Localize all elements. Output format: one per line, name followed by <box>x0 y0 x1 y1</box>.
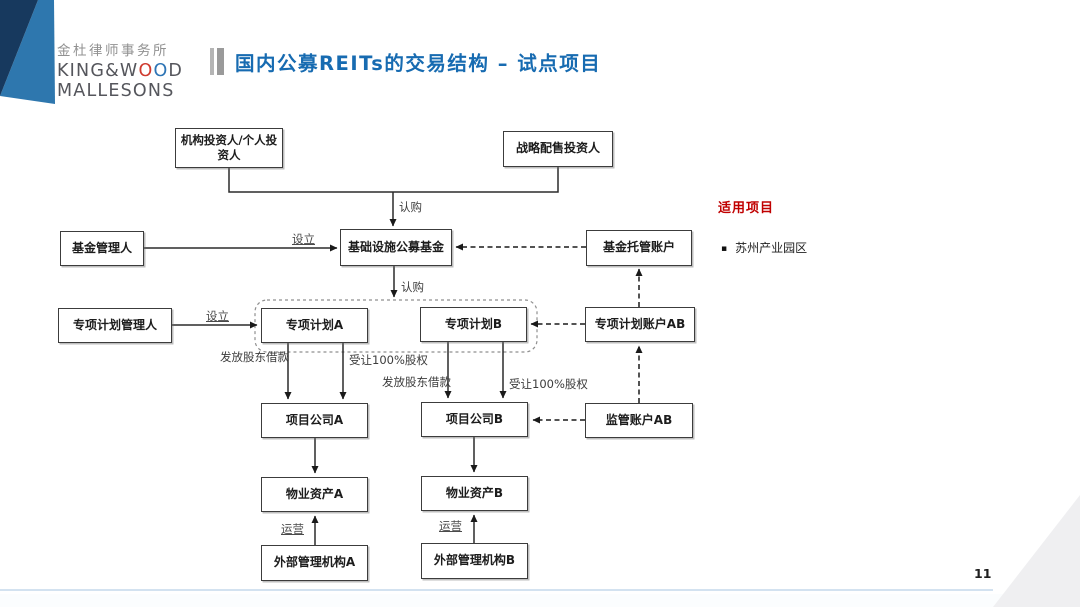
label-establish-plan: 设立 <box>206 309 229 323</box>
corner-decoration-bottomright <box>993 495 1080 607</box>
node-special-plan-a: 专项计划A <box>261 308 368 343</box>
footer-band <box>0 594 1080 607</box>
slide-header: 国内公募REITs的交易结构 – 试点项目 <box>210 47 601 76</box>
node-project-company-a: 项目公司A <box>261 403 368 438</box>
logo-blue-o-icon: O <box>153 60 169 81</box>
applicable-project-name: 苏州产业园区 <box>735 241 808 255</box>
logo-english-line2: MALLESONS <box>57 80 175 101</box>
node-infrastructure-public-fund: 基础设施公募基金 <box>340 229 452 266</box>
corner-decoration-topleft <box>0 0 55 104</box>
node-special-plan-b: 专项计划B <box>420 307 527 342</box>
node-fund-custody-account: 基金托管账户 <box>586 230 692 266</box>
node-external-manager-a: 外部管理机构A <box>261 545 368 581</box>
label-equity-transfer-b: 受让100%股权 <box>509 377 588 391</box>
node-supervision-account-ab: 监管账户AB <box>585 403 693 438</box>
label-equity-transfer-a: 受让100%股权 <box>349 353 428 367</box>
title-bar-decoration <box>210 48 214 75</box>
node-special-plan-manager: 专项计划管理人 <box>58 308 172 343</box>
label-shareholder-loan-a: 发放股东借款 <box>220 350 289 364</box>
label-operate-a: 运营 <box>281 522 304 536</box>
node-strategic-placement-investors: 战略配售投资人 <box>503 131 613 167</box>
node-special-plan-account-ab: 专项计划账户AB <box>585 307 695 342</box>
node-external-manager-b: 外部管理机构B <box>421 543 528 579</box>
label-subscribe-top: 认购 <box>399 200 422 214</box>
kwm-logo: 金杜律师事务所 KING&WOOD MALLESONS <box>57 43 184 101</box>
bullet-icon: ▪ <box>721 244 728 254</box>
page-title: 国内公募REITs的交易结构 – 试点项目 <box>235 52 602 75</box>
title-bar-decoration <box>217 48 224 75</box>
applicable-project-item: ▪ 苏州产业园区 <box>721 239 807 256</box>
label-subscribe-mid: 认购 <box>401 280 424 294</box>
logo-chinese-name: 金杜律师事务所 <box>57 43 169 59</box>
label-shareholder-loan-b: 发放股东借款 <box>382 375 451 389</box>
node-property-asset-a: 物业资产A <box>261 477 368 512</box>
label-establish-fund: 设立 <box>292 232 315 246</box>
page-number: 11 <box>974 566 992 581</box>
logo-red-o-icon: O <box>138 60 154 81</box>
node-project-company-b: 项目公司B <box>421 402 528 437</box>
applicable-projects-title: 适用项目 <box>718 201 775 216</box>
node-property-asset-b: 物业资产B <box>421 476 528 511</box>
logo-english-line1: KING&WOOD <box>57 60 184 81</box>
label-operate-b: 运营 <box>439 519 462 533</box>
node-institutional-individual-investors: 机构投资人/个人投资人 <box>175 128 283 168</box>
node-fund-manager: 基金管理人 <box>60 231 144 266</box>
footer-divider-line <box>0 589 993 591</box>
